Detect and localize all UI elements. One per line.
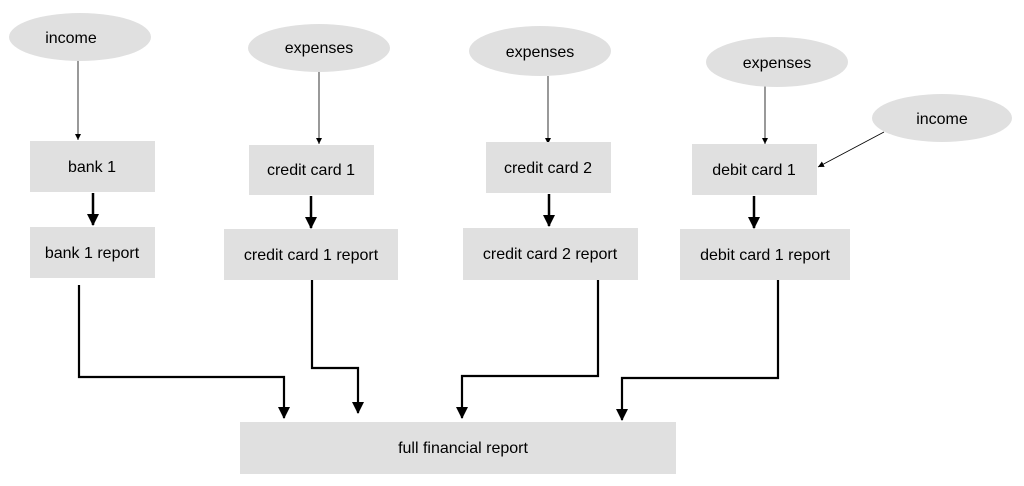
report-nodes: bank 1 report credit card 1 report credi… (30, 227, 850, 280)
account-node-bank-1: bank 1 (30, 141, 155, 192)
source-label: expenses (743, 55, 812, 72)
account-label: debit card 1 (712, 162, 796, 179)
source-edges (75, 60, 885, 168)
edge-credit-card-1-report-to-full (310, 280, 364, 414)
report-node-credit-card-1: credit card 1 report (224, 229, 398, 280)
account-nodes: bank 1 credit card 1 credit card 2 debit… (30, 141, 817, 195)
report-label: debit card 1 report (700, 247, 830, 264)
report-node-credit-card-2: credit card 2 report (463, 228, 638, 280)
report-label: credit card 2 report (483, 246, 618, 263)
account-node-credit-card-2: credit card 2 (486, 142, 611, 193)
edge-credit-card-2-report-to-full (456, 280, 600, 419)
source-node-expenses: expenses (469, 26, 611, 76)
source-node-expenses: expenses (248, 24, 390, 72)
report-label: credit card 1 report (244, 247, 379, 264)
source-nodes: income expenses expenses expenses income (9, 13, 1012, 142)
edge-debit-card-1-report-to-full (616, 280, 780, 421)
source-label: income (916, 111, 968, 128)
source-node-income: income (872, 94, 1012, 142)
source-node-income: income (9, 13, 151, 61)
final-report-node: full financial report (240, 422, 676, 474)
report-label: bank 1 report (45, 245, 140, 262)
source-label: expenses (506, 44, 575, 61)
account-node-credit-card-1: credit card 1 (249, 145, 374, 195)
source-node-expenses: expenses (706, 37, 848, 87)
report-node-debit-card-1: debit card 1 report (680, 229, 850, 280)
report-edges (77, 280, 780, 421)
account-label: credit card 2 (504, 160, 592, 177)
report-node-bank-1: bank 1 report (30, 227, 155, 278)
account-label: credit card 1 (267, 162, 355, 179)
account-edges (87, 193, 760, 229)
edge-bank-1-report-to-full (77, 285, 290, 419)
source-label: expenses (285, 40, 354, 57)
account-node-debit-card-1: debit card 1 (692, 144, 817, 195)
final-report-label: full financial report (398, 440, 528, 457)
source-label: income (45, 30, 97, 47)
account-label: bank 1 (68, 159, 116, 176)
edge-income-to-debit-card-1 (817, 131, 885, 168)
